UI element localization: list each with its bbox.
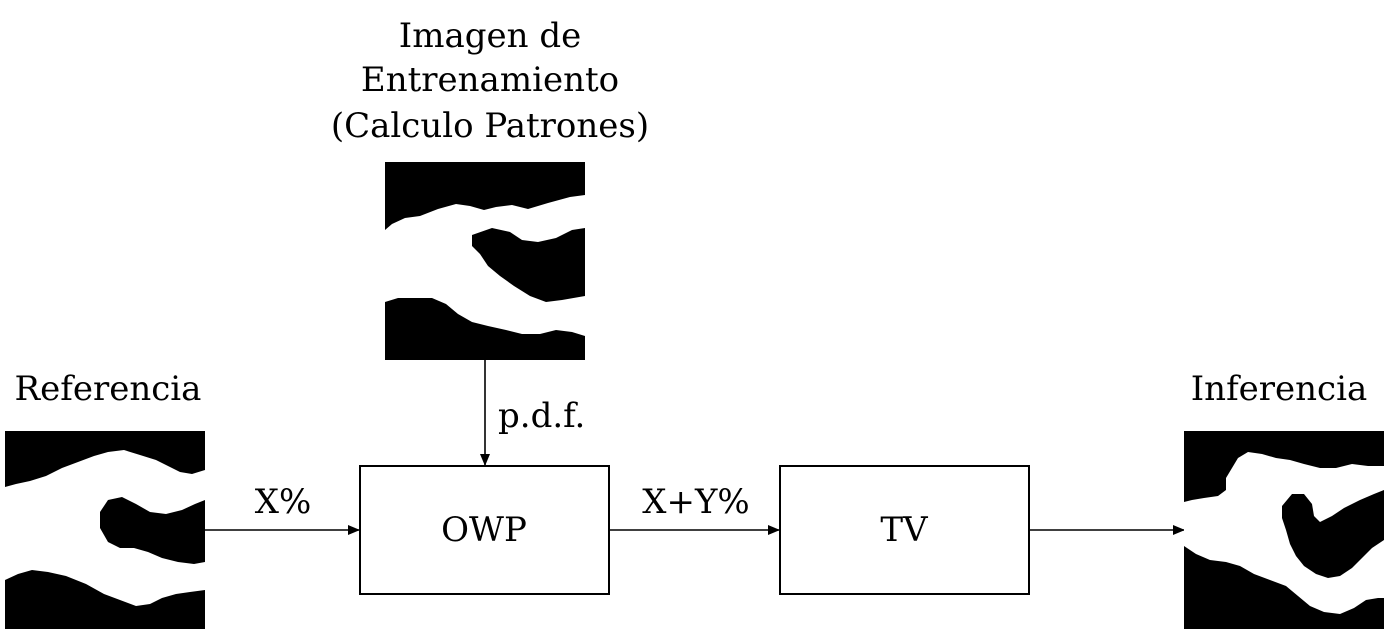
training-title-line1: Imagen de (399, 16, 581, 56)
x-label: X% (255, 482, 312, 522)
xy-label: X+Y% (642, 482, 749, 522)
training-title-line3: (Calculo Patrones) (331, 106, 649, 146)
tv-box (779, 465, 1030, 595)
training-title-line2: Entrenamiento (361, 60, 619, 100)
reference-title: Referencia (15, 369, 202, 409)
pdf-label: p.d.f. (498, 396, 585, 436)
reference-image (5, 431, 205, 629)
owp-label: OWP (441, 510, 527, 550)
owp-box (359, 465, 610, 595)
training-image (385, 162, 585, 360)
tv-label: TV (880, 510, 929, 550)
inference-image (1184, 431, 1384, 629)
inference-title: Inferencia (1191, 369, 1368, 409)
